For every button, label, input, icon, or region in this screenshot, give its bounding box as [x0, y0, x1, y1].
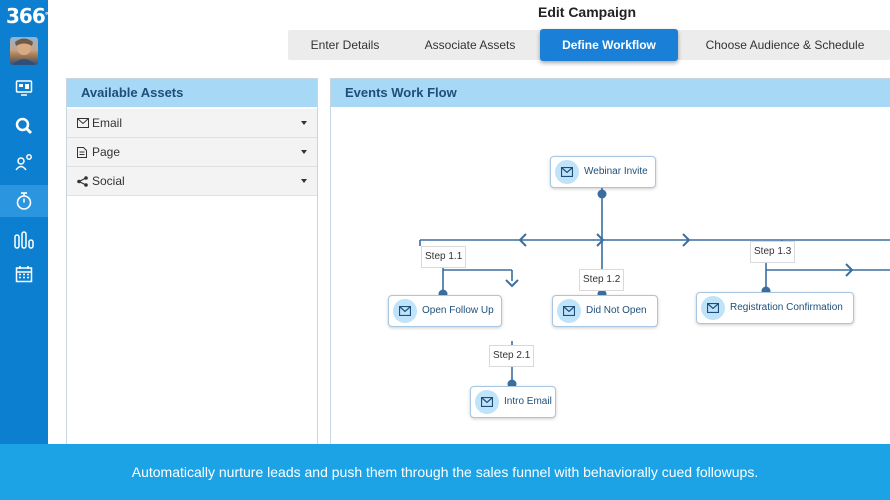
tab-define-workflow[interactable]: Define Workflow: [540, 29, 678, 61]
app-logo[interactable]: 366°: [6, 4, 49, 28]
step-label-1-3: Step 1.3: [750, 241, 796, 263]
asset-category-email[interactable]: Email: [67, 109, 317, 138]
sidebar-item-dashboard[interactable]: [0, 72, 48, 104]
chevron-down-icon: [301, 121, 307, 125]
workflow-node-intro-email[interactable]: Intro Email: [470, 386, 556, 418]
workflow-node-label: Open Follow Up: [422, 305, 494, 316]
workflow-node-webinar-invite[interactable]: Webinar Invite: [550, 156, 656, 188]
envelope-icon: [399, 306, 411, 316]
dashboard-icon: [15, 80, 33, 96]
user-settings-icon: [15, 154, 32, 171]
asset-category-label: Page: [92, 145, 121, 159]
sidebar-item-search[interactable]: [0, 110, 48, 142]
envelope-icon: [481, 397, 493, 407]
step-label-2-1: Step 2.1: [489, 345, 535, 367]
available-assets-panel: Available Assets Email Page Social: [66, 78, 318, 452]
available-assets-title: Available Assets: [67, 79, 317, 107]
caption-banner: Automatically nurture leads and push the…: [0, 444, 890, 500]
stopwatch-icon: [16, 192, 32, 210]
workflow-title: Events Work Flow: [331, 79, 890, 107]
step-label-1-1: Step 1.1: [421, 246, 467, 268]
app-sidebar: 366°: [0, 0, 49, 444]
wizard-tabs: Enter Details Associate Assets Define Wo…: [288, 29, 890, 61]
sidebar-item-workflows[interactable]: [0, 185, 48, 217]
tab-associate-assets[interactable]: Associate Assets: [424, 38, 516, 52]
asset-category-label: Email: [92, 116, 123, 130]
chevron-down-icon: [301, 179, 307, 183]
workflow-node-label: Did Not Open: [586, 305, 647, 316]
bar-chart-icon: [14, 231, 34, 249]
asset-category-page[interactable]: Page: [67, 138, 317, 167]
workflow-node-did-not-open[interactable]: Did Not Open: [552, 295, 658, 327]
envelope-icon: [563, 306, 575, 316]
tab-choose-audience[interactable]: Choose Audience & Schedule: [705, 38, 865, 52]
workflow-node-registration-confirmation[interactable]: Registration Confirmation: [696, 292, 854, 324]
step-label-1-2: Step 1.2: [579, 269, 625, 291]
workflow-connectors: [419, 187, 890, 389]
calendar-icon: [15, 266, 33, 283]
asset-category-label: Social: [92, 174, 125, 188]
workflow-node-open-follow-up[interactable]: Open Follow Up: [388, 295, 502, 327]
sidebar-item-calendar[interactable]: [0, 258, 48, 290]
document-icon: [77, 147, 87, 158]
search-icon: [15, 117, 33, 135]
envelope-icon: [77, 118, 89, 128]
workflow-node-label: Webinar Invite: [584, 166, 648, 177]
tab-enter-details[interactable]: Enter Details: [310, 38, 380, 52]
avatar[interactable]: [10, 37, 38, 65]
envelope-icon: [707, 303, 719, 313]
sidebar-item-users[interactable]: [0, 146, 48, 178]
workflow-node-label: Intro Email: [504, 396, 552, 407]
chevron-down-icon: [301, 150, 307, 154]
asset-category-social[interactable]: Social: [67, 167, 317, 196]
workflow-node-label: Registration Confirmation: [730, 302, 843, 313]
page-title: Edit Campaign: [537, 4, 636, 20]
share-icon: [77, 176, 88, 187]
workflow-canvas[interactable]: Step 1.1 Step 1.2 Step 1.3 Step 2.1 Webi…: [330, 108, 890, 444]
sidebar-item-reports[interactable]: [0, 224, 48, 256]
envelope-icon: [561, 167, 573, 177]
